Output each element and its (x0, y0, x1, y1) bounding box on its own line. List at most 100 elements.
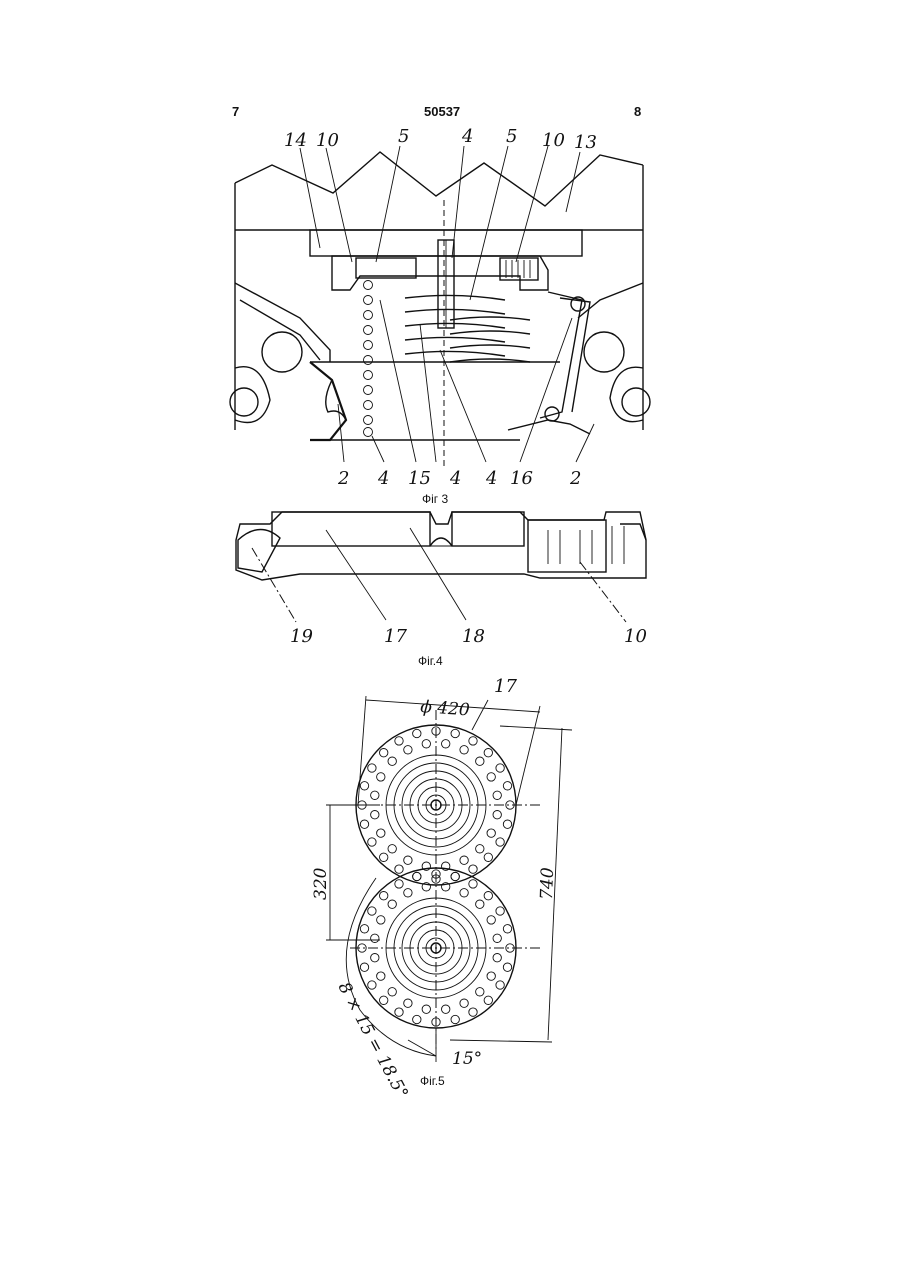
fig5-overall-length-dimension: 740 (537, 867, 558, 900)
bolt-hole (404, 999, 412, 1007)
fig3-label-4-top: 4 (461, 126, 473, 147)
figure-5-caption: Фіг.5 (420, 1074, 445, 1088)
bolt-hole (484, 892, 492, 900)
bolt-hole (422, 1005, 430, 1013)
bolt-hole (395, 737, 403, 745)
bolt-hole (487, 916, 495, 924)
bolt-hole (377, 916, 385, 924)
fig3-label-4-c: 4 (485, 468, 497, 489)
bolt-hole (442, 1005, 450, 1013)
bead-chain (364, 281, 373, 437)
bolt-hole (487, 829, 495, 837)
fig3-label-10-left: 10 (316, 130, 339, 151)
fig3-label-2-right: 2 (569, 468, 581, 489)
bolt-hole (377, 972, 385, 980)
bolt-hole (388, 900, 396, 908)
bolt-hole (451, 729, 459, 737)
fig4-label-18: 18 (462, 626, 485, 647)
bolt-hole (380, 996, 388, 1004)
bolt-hole (487, 773, 495, 781)
coil-spring (405, 295, 530, 362)
fig3-label-5-right: 5 (506, 126, 517, 147)
figure-3-caption: Фіг 3 (422, 492, 448, 506)
bolt-hole (469, 1008, 477, 1016)
fig3-label-14: 14 (284, 130, 307, 151)
bolt-hole (484, 749, 492, 757)
fig5-angle-15: 15° (452, 1049, 482, 1069)
bolt-hole (503, 963, 511, 971)
bolt-hole (469, 880, 477, 888)
bolt-hole (388, 845, 396, 853)
bolt-hole (360, 820, 368, 828)
bolt-hole (460, 746, 468, 754)
bolt-hole (371, 934, 379, 942)
figure-4: 19 17 18 10 (236, 512, 647, 647)
bolt-hole (460, 889, 468, 897)
figure-5: ϕ 420 17 320 740 8 × 15 = 18.5° 15° (311, 676, 572, 1102)
bolt-hole (395, 865, 403, 873)
bolt-hole (487, 972, 495, 980)
fig3-label-4-a: 4 (377, 468, 389, 489)
bolt-hole (360, 925, 368, 933)
bolt-hole (395, 880, 403, 888)
figure-3: 14 10 5 4 5 10 13 2 4 15 4 4 16 2 (230, 126, 650, 489)
bolt-hole (380, 853, 388, 861)
fig5-label-17: 17 (494, 676, 517, 697)
fig3-label-16: 16 (510, 468, 533, 489)
bolt-hole (368, 838, 376, 846)
bolt-hole (377, 773, 385, 781)
bolt-hole (496, 764, 504, 772)
fig3-label-5-left: 5 (398, 126, 409, 147)
bolt-hole (371, 791, 379, 799)
fig5-center-distance-dimension: 320 (311, 867, 331, 900)
bolt-hole (476, 988, 484, 996)
bolt-hole (368, 981, 376, 989)
fig3-label-4-b: 4 (449, 468, 461, 489)
bolt-hole (413, 729, 421, 737)
bolt-hole (395, 1008, 403, 1016)
bolt-hole (460, 999, 468, 1007)
fig3-label-2-left: 2 (337, 468, 349, 489)
bolt-hole (451, 1015, 459, 1023)
bolt-hole (503, 925, 511, 933)
bolt-hole (442, 740, 450, 748)
bolt-hole (404, 889, 412, 897)
bolt-hole (496, 838, 504, 846)
figure-4-caption: Фіг.4 (418, 654, 443, 668)
bolt-hole (360, 963, 368, 971)
bolt-hole (469, 865, 477, 873)
bolt-hole (493, 791, 501, 799)
bolt-hole (413, 1015, 421, 1023)
bolt-hole (476, 845, 484, 853)
bolt-hole (377, 829, 385, 837)
bolt-hole (493, 954, 501, 962)
fig4-label-17: 17 (384, 626, 407, 647)
bolt-hole (380, 749, 388, 757)
bolt-hole (493, 811, 501, 819)
fig4-label-10: 10 (624, 626, 647, 647)
bolt-hole (476, 757, 484, 765)
bolt-hole (493, 934, 501, 942)
bolt-hole (404, 746, 412, 754)
bolt-hole (371, 954, 379, 962)
bolt-hole (476, 900, 484, 908)
bolt-hole (451, 872, 459, 880)
bolt-hole (496, 981, 504, 989)
bolt-hole (368, 764, 376, 772)
bolt-hole (371, 811, 379, 819)
bolt-hole (484, 853, 492, 861)
bolt-hole (368, 907, 376, 915)
bolt-hole (388, 988, 396, 996)
bolt-hole (388, 757, 396, 765)
bolt-hole (413, 872, 421, 880)
bolt-hole (422, 740, 430, 748)
fig3-label-13: 13 (574, 132, 597, 153)
bolt-hole (484, 996, 492, 1004)
fig4-label-19: 19 (290, 626, 313, 647)
bolt-hole (404, 856, 412, 864)
bolt-hole (469, 737, 477, 745)
fig3-label-10-right: 10 (542, 130, 565, 151)
bolt-hole (503, 820, 511, 828)
bolt-hole (496, 907, 504, 915)
